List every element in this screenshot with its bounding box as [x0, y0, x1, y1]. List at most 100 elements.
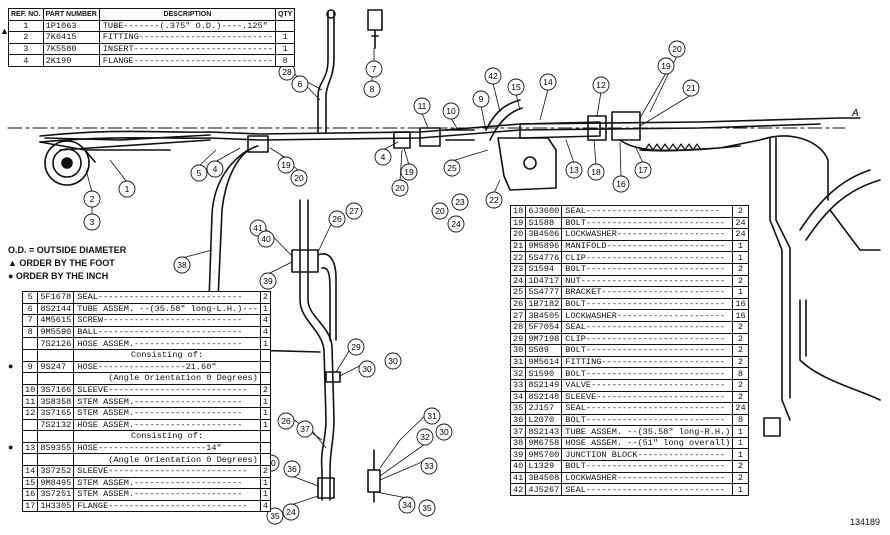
description-cell: FITTING------------------------ [561, 355, 734, 369]
order-mark: ▲ [0, 26, 9, 36]
part-number-cell: 8S9355 [37, 441, 75, 455]
part-number-cell: 2J157 [525, 402, 563, 415]
callout-circle [398, 496, 416, 514]
part-number-cell [37, 453, 75, 466]
part-number-cell: 1D4717 [525, 274, 563, 288]
part-number-cell: 8S2143 [525, 425, 563, 438]
part-number-cell: 2K190 [42, 54, 100, 67]
right-bottom-fitting [763, 417, 781, 437]
description-cell: BOLT--------------------------- [561, 344, 734, 357]
description-cell: BOLT--------------------------- [561, 460, 734, 473]
callout-24: 24 [282, 503, 300, 521]
callout-40: 40 [257, 230, 275, 248]
part-number-cell: 5S4776 [525, 251, 563, 264]
qty-cell: 1 [259, 337, 272, 350]
description-cell: STEM ASSEM.--------------------- [73, 476, 261, 490]
part-number-cell: 3S8358 [37, 395, 75, 408]
junction-pipe [317, 253, 337, 341]
callout-label: 30 [362, 364, 372, 374]
part-number-cell: 5S4777 [525, 286, 563, 299]
qty-cell: 1 [274, 42, 296, 56]
description-cell: INSERT--------------------------- [98, 42, 276, 56]
ref-cell: 20 [509, 228, 527, 241]
description-cell: FLANGE--------------------------- [98, 54, 276, 67]
callout-label: 20 [294, 173, 304, 183]
sleeve-10 [445, 129, 475, 141]
callout-label: 3 [90, 217, 95, 227]
ref-cell: 10 [21, 383, 39, 397]
qty-cell: 1 [259, 302, 272, 316]
qty-cell: 2 [732, 262, 749, 276]
qty-cell: 2 [732, 344, 749, 357]
qty-cell: 1 [259, 418, 272, 432]
callout-18: 18 [587, 163, 605, 181]
valve-33 [367, 449, 381, 503]
ref-cell: 7 [21, 314, 39, 327]
callout-circle [565, 161, 583, 179]
ref-cell: 5 [21, 291, 39, 304]
callout-4: 4 [374, 148, 392, 166]
header-ref: REF. NO. [8, 8, 44, 21]
callout-10: 10 [442, 102, 460, 120]
callout-38: 38 [173, 256, 191, 274]
description-cell: STEM ASSEM.--------------------- [73, 395, 261, 408]
callout-label: 8 [370, 84, 375, 94]
callout-circle [668, 40, 686, 58]
callout-label: 17 [638, 165, 648, 175]
callout-13: 13 [565, 161, 583, 179]
callout-37: 37 [296, 420, 314, 438]
callout-circle [420, 457, 438, 475]
order-mark: ● [8, 441, 14, 452]
description-cell: TUBE ASSEM. --(35.58" long-L.H.)--- [73, 302, 261, 316]
ref-cell: 25 [509, 286, 527, 299]
qty-cell: 2 [259, 383, 272, 397]
part-number-cell: L2070 [525, 413, 563, 427]
qty-cell: 1 [732, 448, 749, 462]
description-cell: HOSE ASSEM. --(51" long overall) [561, 436, 734, 450]
ref-cell: 12 [21, 406, 39, 420]
callout-circle [83, 190, 101, 208]
qty-cell: 2 [732, 378, 749, 392]
part-number-cell: 7K5580 [42, 42, 100, 56]
ref-cell: 34 [509, 390, 527, 404]
callout-label: 4 [213, 164, 218, 174]
stem-11 [419, 127, 441, 147]
bracket-4-left [247, 135, 269, 153]
description-cell: HOSE ASSEM.--------------------- [73, 418, 261, 432]
manifold-bolt [523, 156, 537, 170]
callout-34: 34 [398, 496, 416, 514]
ref-cell: 27 [509, 309, 527, 322]
callout-circle [358, 360, 376, 378]
callout-30: 30 [435, 423, 453, 441]
part-number-cell: 7S2132 [37, 418, 75, 432]
part-number-cell: 9M6758 [525, 436, 563, 450]
ref-cell: 40 [509, 460, 527, 473]
callout-label: 35 [270, 511, 280, 521]
callout-label: 41 [253, 223, 263, 233]
hose-13 [519, 121, 601, 139]
qty-cell: 24 [732, 402, 749, 415]
callout-14: 14 [539, 73, 557, 91]
description-cell: HOSE ASSEM.--------------------- [73, 337, 261, 350]
ref-cell: 15 [21, 476, 39, 490]
a-marker-label: A [851, 108, 859, 119]
callout-20: 20 [431, 202, 449, 220]
callout-label: 19 [661, 61, 671, 71]
description-cell: SLEEVE--------------------------- [73, 464, 261, 478]
ref-cell: 18 [509, 205, 527, 218]
callout-30: 30 [384, 352, 402, 370]
description-cell: CLIP--------------------------- [561, 251, 734, 264]
part-number-cell: 7S2126 [37, 337, 75, 350]
ref-cell: 8 [21, 325, 39, 339]
